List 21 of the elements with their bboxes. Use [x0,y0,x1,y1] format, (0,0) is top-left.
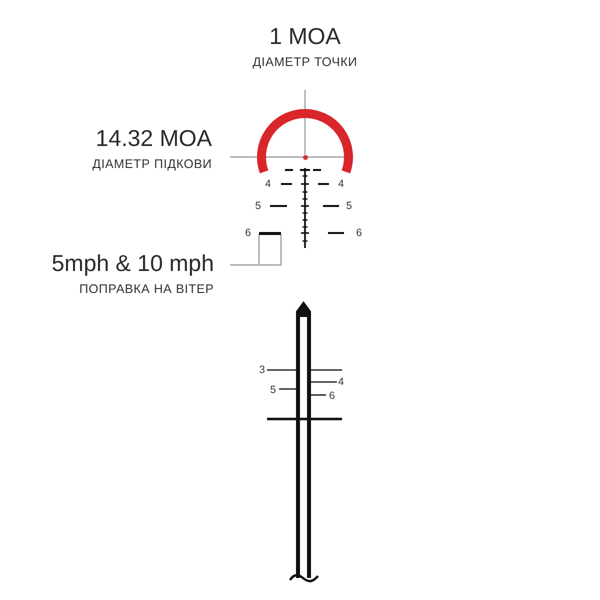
measurement-value: 14.32 MOA [96,126,212,150]
horseshoe-arc [257,109,353,175]
leader-line [229,234,282,266]
hold-number: 6 [329,390,335,402]
hold-number: 5 [346,200,352,212]
wind-hold-mark [259,232,281,234]
hold-number: 4 [338,178,344,190]
hold-number: 5 [255,200,261,212]
hold-number: 6 [356,228,362,238]
measurement-value: 1 MOA [269,24,341,48]
leader-line [304,90,306,154]
leader-line [230,156,344,158]
hold-number: 4 [265,178,271,190]
hold-number: 3 [259,364,265,376]
measurement-caption: ДІАМЕТР ТОЧКИ [252,55,358,70]
hold-number: 4 [338,376,344,388]
hold-number: 6 [245,228,251,238]
measurement-value: 5mph & 10 mph [52,251,214,276]
hold-number: 5 [270,384,276,396]
measurement-caption: ПОПРАВКА НА ВІТЕР [79,282,214,297]
measurement-caption: ДІАМЕТР ПІДКОВИ [92,157,212,172]
